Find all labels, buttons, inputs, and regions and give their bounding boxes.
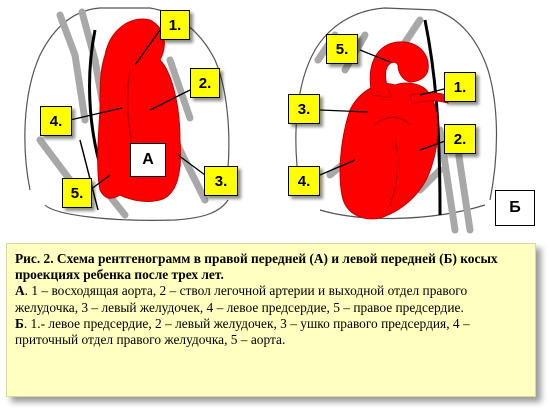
caption-a-text: . 1 – восходящая аорта, 2 – ствол легочн…: [15, 283, 468, 315]
panel-b-label-3: 3.: [288, 94, 320, 124]
panel-a-label-1: 1.: [160, 10, 190, 40]
panel-a-leaders: [69, 29, 206, 191]
caption-b-lead: Б: [15, 315, 24, 331]
panel-a-letter: А: [130, 143, 166, 177]
panel-a-chest-outline: [24, 7, 230, 196]
panel-a-label-2: 2.: [190, 68, 220, 98]
panel-a-label-3: 3.: [204, 166, 238, 196]
panel-b-heart: [339, 82, 439, 220]
panel-b-letter: Б: [495, 190, 535, 226]
caption-section-a: А. 1 – восходящая аорта, 2 – ствол легоч…: [15, 283, 527, 315]
panel-b-leaders: [319, 49, 449, 176]
figure-caption: Рис. 2. Схема рентгенограмм в правой пер…: [6, 243, 536, 397]
panel-b-aorta: [369, 41, 429, 99]
panel-b-label-2: 2.: [444, 124, 476, 154]
panel-b-vessel: [409, 92, 449, 105]
panel-a-label-5: 5.: [62, 178, 92, 208]
panel-b-label-1: 1.: [444, 72, 476, 102]
caption-title: Рис. 2. Схема рентгенограмм в правой пер…: [15, 251, 498, 283]
panel-a-black-line-2: [79, 139, 99, 211]
caption-a-lead: А: [15, 283, 25, 299]
caption-b-text: . 1.- левое предсердие, 2 – левый желудо…: [15, 315, 470, 348]
panel-b-label-5: 5.: [326, 34, 358, 64]
panel-a-chest-inner: [44, 199, 229, 221]
panel-a-label-4: 4.: [40, 106, 72, 136]
caption-section-b: Б. 1.- левое предсердие, 2 – левый желуд…: [15, 316, 527, 348]
panel-b-drawing: [295, 7, 498, 234]
panel-b-label-4: 4.: [288, 166, 320, 196]
panel-b-heart-shade: [374, 116, 411, 206]
